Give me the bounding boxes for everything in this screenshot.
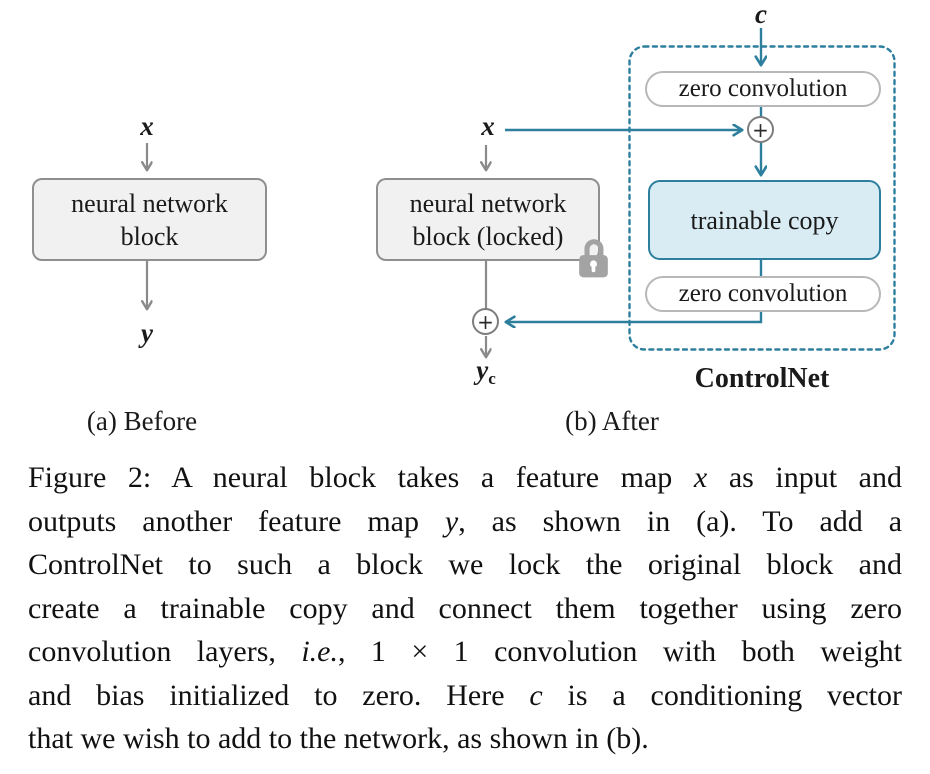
- caption-text: create a trainable copy and connect them…: [28, 591, 902, 625]
- caption-text: convolution layers,: [28, 635, 302, 668]
- caption-text: outputs another feature map: [28, 504, 445, 538]
- sum-node-bottom: +: [472, 308, 499, 335]
- caption-text: , as shown in (a). To add a: [458, 504, 903, 538]
- caption-text: is a conditioning vector: [542, 678, 902, 712]
- caption-text: and bias initialized to zero. Here: [28, 678, 530, 712]
- neural-network-block-locked: neural network block (locked): [376, 178, 600, 261]
- caption-math-x: x: [693, 461, 708, 494]
- figure-caption: Figure 2: A neural block takes a feature…: [28, 456, 902, 761]
- caption-line: create a trainable copy and connect them…: [28, 587, 902, 631]
- block-a-line1: neural network: [71, 188, 228, 218]
- output-yc-main: y: [476, 355, 489, 385]
- caption-line: Figure 2: A neural block takes a feature…: [28, 456, 902, 500]
- zero-convolution-bottom: zero convolution: [645, 276, 881, 312]
- sum-node-top: +: [747, 116, 774, 143]
- lock-icon: [579, 239, 608, 278]
- caption-text: ControlNet to such a block we lock the o…: [28, 548, 902, 581]
- output-yc-subscript: c: [488, 369, 496, 388]
- condition-c-label: c: [755, 0, 767, 29]
- zero-convolution-top: zero convolution: [645, 71, 881, 107]
- neural-network-block-a: neural network block: [32, 178, 267, 261]
- output-yc-label: yc: [446, 356, 526, 393]
- input-x-label-b: x: [481, 111, 495, 141]
- caption-line: and bias initialized to zero. Here c is …: [28, 674, 902, 718]
- trainable-copy-block: trainable copy: [648, 180, 881, 260]
- subcaption-a: (a) Before: [86, 406, 198, 436]
- caption-math-y: y: [444, 504, 459, 538]
- caption-line: outputs another feature map y, as shown …: [28, 500, 902, 544]
- trainable-copy-label: trainable copy: [690, 205, 839, 235]
- block-b-line2: block (locked): [412, 221, 564, 251]
- input-x-label-a: x: [140, 111, 154, 141]
- block-b-line1: neural network: [409, 188, 567, 218]
- caption-math-c: c: [529, 678, 543, 712]
- caption-line: convolution layers, i.e., 1 × 1 convolut…: [28, 630, 902, 674]
- caption-text: Figure 2: A neural block takes a feature…: [28, 461, 694, 494]
- caption-line: that we wish to add to the network, as s…: [28, 717, 902, 761]
- caption-text: as input and: [707, 461, 902, 494]
- caption-text: , 1 × 1 convolution with both weight: [337, 635, 903, 668]
- subcaption-b: (b) After: [565, 406, 659, 436]
- output-y-label-a: y: [141, 318, 153, 348]
- caption-line: ControlNet to such a block we lock the o…: [28, 543, 902, 587]
- controlnet-label: ControlNet: [694, 363, 830, 394]
- block-a-line2: block: [120, 221, 179, 251]
- caption-ie: i.e.: [301, 635, 338, 668]
- caption-text: that we wish to add to the network, as s…: [28, 722, 649, 755]
